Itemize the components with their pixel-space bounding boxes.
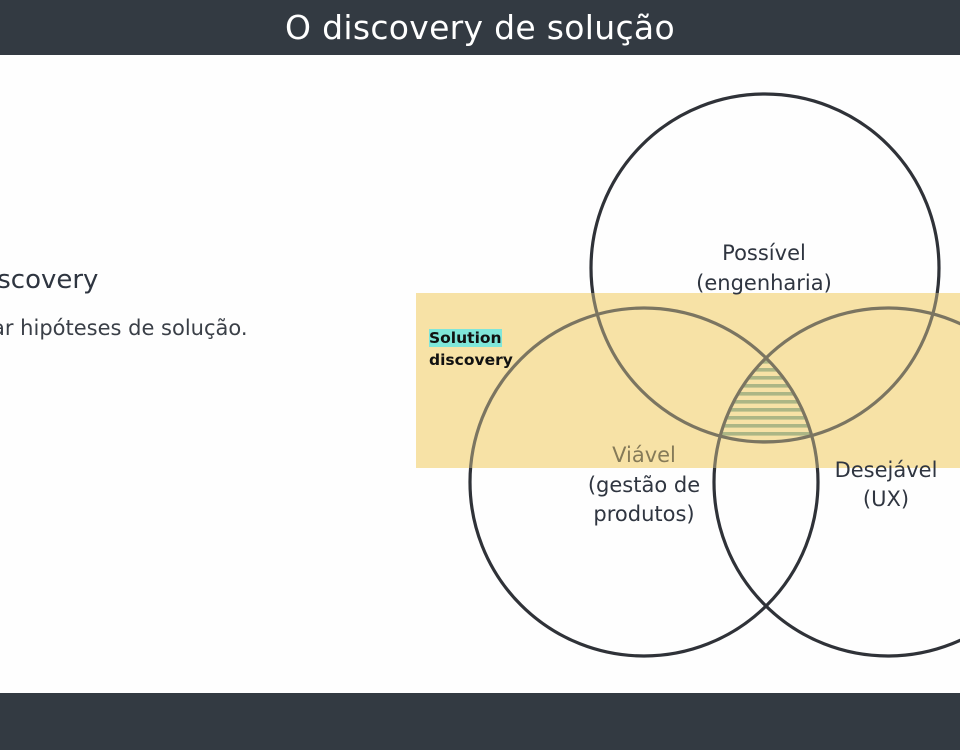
section-body: ar hipóteses de solução. [0,316,248,340]
solution-discovery-band [416,293,960,468]
label-desejavel-line1: Desejável [835,458,938,482]
label-viavel-line3: produtos) [593,502,694,526]
title-bar: O discovery de solução [0,0,960,55]
circle-viavel [468,306,820,658]
band-overlay [416,293,960,468]
band-label-line2: discovery [429,351,513,369]
label-viavel-line1: Viável [612,443,676,467]
footer-bar [0,693,960,750]
circle-possivel [589,92,941,444]
label-possivel-line1: Possível [722,241,806,265]
label-desejavel-line2: (UX) [863,487,909,511]
band-label-highlight: Solution [429,329,502,347]
label-possivel-line2: (engenharia) [696,271,832,295]
section-heading: iscovery [0,265,99,295]
slide-title: O discovery de solução [285,8,675,47]
circle-desejavel [712,306,960,658]
label-viavel-line2: (gestão de [588,473,700,497]
band-label: Solution discovery [429,327,513,371]
